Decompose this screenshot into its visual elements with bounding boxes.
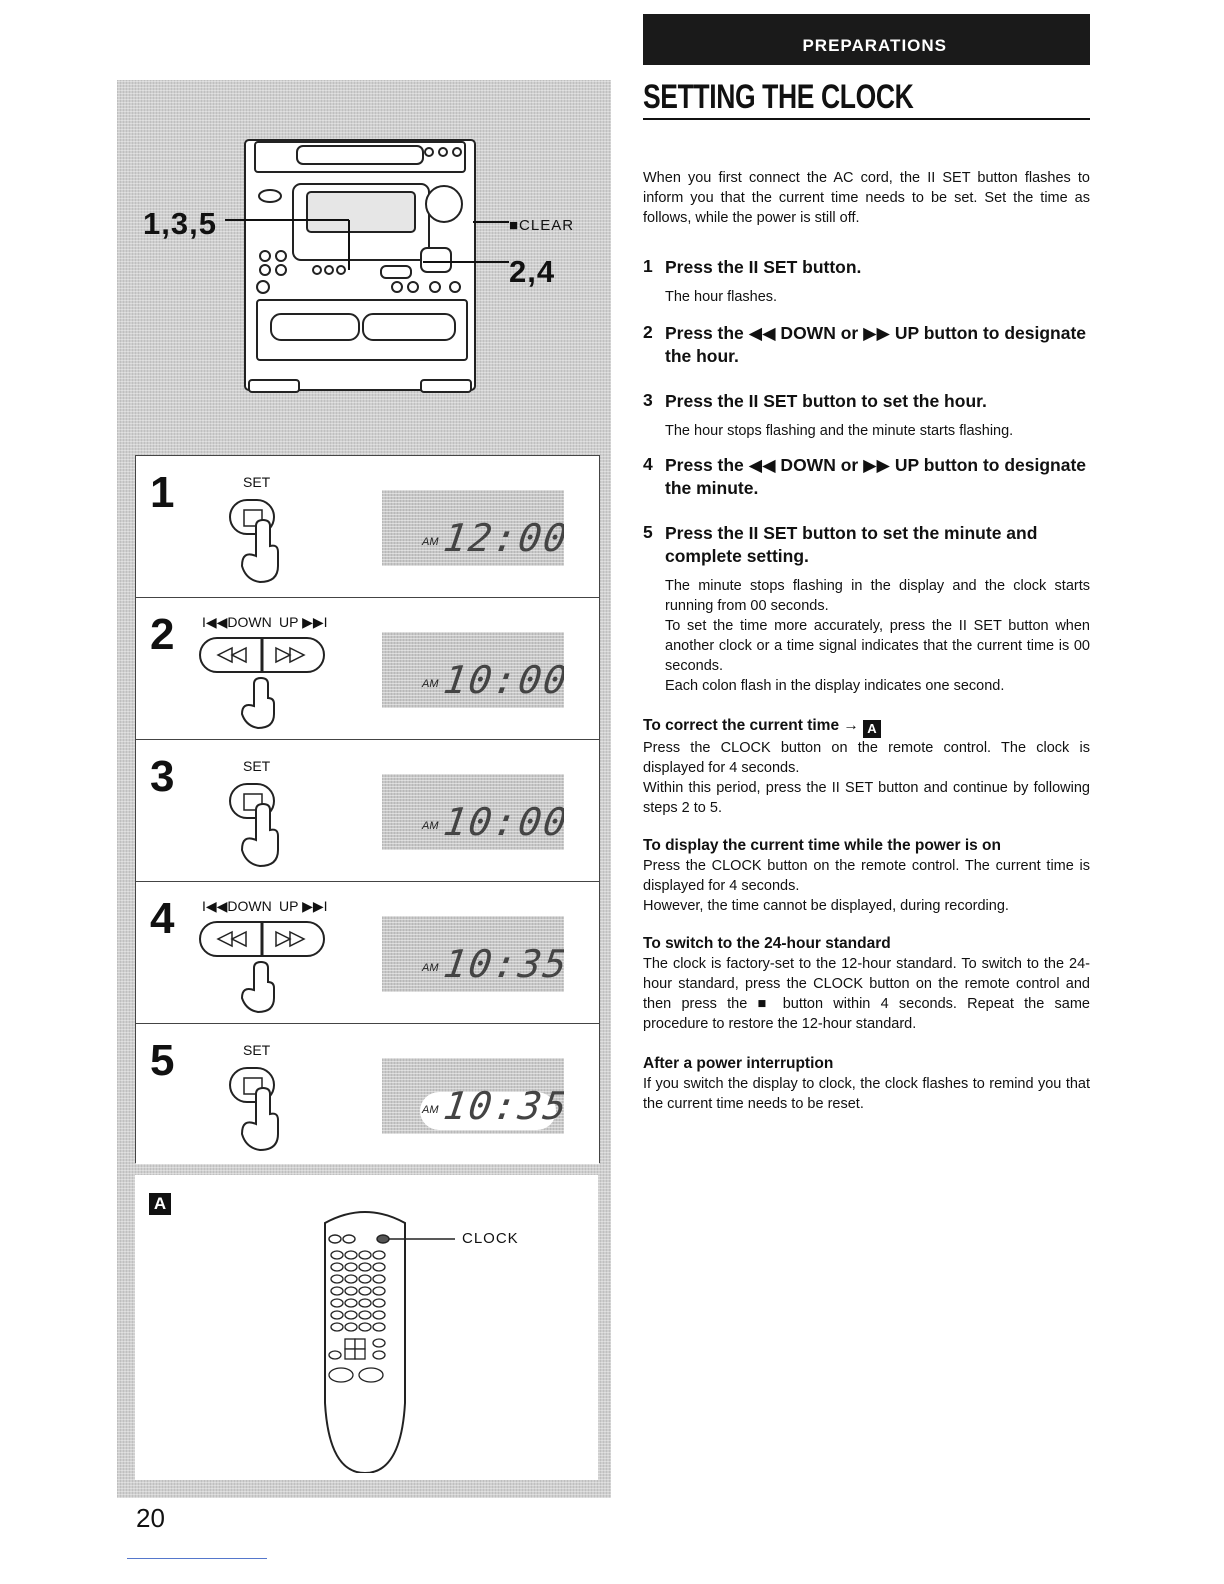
clock-display: AM 10:00 <box>382 774 564 850</box>
down-up-button-press-icon <box>199 921 325 1014</box>
section-banner: PREPARATIONS <box>643 14 1090 65</box>
step-number: 2 <box>643 322 653 342</box>
step-illustration-4: 4 I◀◀DOWN UP ▶▶I AM 10:35 <box>136 882 599 1024</box>
step-illustrations: 1 SET AM 12:00 2 I◀◀DOWN UP ▶▶I <box>135 455 600 1164</box>
illustration-column: 1,3,5 ■CLEAR 2,4 1 SET AM 12:00 2 I◀◀DOW… <box>117 80 611 1498</box>
am-indicator: AM <box>422 678 439 690</box>
note-heading: After a power interruption <box>643 1055 834 1072</box>
note-body: The clock is factory-set to the 12-hour … <box>643 956 1090 1032</box>
up-label: UP ▶▶I <box>279 898 328 914</box>
step-heading: Press the ◀◀ DOWN or ▶▶ UP button to des… <box>665 455 1087 498</box>
down-label: I◀◀DOWN <box>202 614 272 630</box>
set-label: SET <box>243 1042 271 1058</box>
intro-paragraph: When you first connect the AC cord, the … <box>643 170 1090 226</box>
stereo-unit-drawing <box>225 139 509 393</box>
display-time: 10:35 <box>440 942 564 986</box>
down-label: I◀◀DOWN <box>202 898 272 914</box>
display-time: 10:00 <box>440 800 564 844</box>
box-a-reference: A <box>862 720 881 738</box>
step-number: 4 <box>150 894 175 943</box>
step-heading: Press the II SET button to set the hour. <box>665 391 987 411</box>
note-heading: To display the current time while the po… <box>643 837 1001 854</box>
note-heading: To correct the current time → <box>643 717 859 734</box>
instruction-step-3: 3 Press the II SET button to set the hou… <box>643 390 1090 441</box>
note-power-interruption: After a power interruption If you switch… <box>643 1054 1090 1114</box>
step-heading: Press the II SET button. <box>665 257 862 277</box>
callout-steps-1-3-5: 1,3,5 <box>143 206 217 241</box>
set-button-press-icon <box>229 499 279 584</box>
step-number: 1 <box>150 468 175 517</box>
step-description: The hour flashes. <box>665 289 778 305</box>
instruction-step-2: 2 Press the ◀◀ DOWN or ▶▶ UP button to d… <box>643 322 1090 368</box>
step-heading: Press the II SET button to set the minut… <box>665 523 1038 566</box>
down-up-button-press-icon <box>199 637 325 730</box>
display-time: 12:00 <box>440 516 564 560</box>
note-correct-time: To correct the current time →A Press the… <box>643 716 1090 818</box>
note-display-time: To display the current time while the po… <box>643 836 1090 916</box>
step-number: 3 <box>150 752 175 801</box>
callout-steps-2-4: 2,4 <box>509 254 556 289</box>
note-body: Press the CLOCK button on the remote con… <box>643 740 1090 816</box>
clock-display: AM 12:00 <box>382 490 564 566</box>
clock-button-label: CLOCK <box>462 1230 519 1247</box>
callout-clear: ■CLEAR <box>509 217 575 234</box>
step-description: The hour stops flashing and the minute s… <box>665 423 1014 439</box>
step-number: 5 <box>150 1036 175 1085</box>
step-number: 5 <box>643 522 653 542</box>
step-illustration-3: 3 SET AM 10:00 <box>136 740 599 882</box>
instruction-step-4: 4 Press the ◀◀ DOWN or ▶▶ UP button to d… <box>643 454 1090 500</box>
set-button-press-icon <box>229 783 279 868</box>
title-rule <box>643 118 1090 120</box>
am-indicator: AM <box>422 1104 439 1116</box>
am-indicator: AM <box>422 536 439 548</box>
instruction-step-5: 5 Press the II SET button to set the min… <box>643 522 1090 696</box>
set-button-press-icon <box>229 1067 279 1152</box>
instruction-step-1: 1 Press the II SET button. The hour flas… <box>643 256 1090 307</box>
step-description: The minute stops flashing in the display… <box>665 578 1090 694</box>
set-label: SET <box>243 758 271 774</box>
display-lens <box>420 1092 556 1130</box>
display-time: 10:00 <box>440 658 564 702</box>
page-title: SETTING THE CLOCK <box>643 78 914 116</box>
set-label: SET <box>243 474 271 490</box>
box-a-marker: A <box>149 1193 171 1215</box>
step-illustration-1: 1 SET AM 12:00 <box>136 456 599 598</box>
note-body: If you switch the display to clock, the … <box>643 1076 1090 1112</box>
note-24-hour: To switch to the 24-hour standard The cl… <box>643 934 1090 1034</box>
up-label: UP ▶▶I <box>279 614 328 630</box>
clock-display: AM 10:00 <box>382 632 564 708</box>
am-indicator: AM <box>422 962 439 974</box>
clock-display: AM 10:35 <box>382 1058 564 1134</box>
page-number: 20 <box>136 1503 165 1533</box>
step-number: 4 <box>643 454 653 474</box>
step-number: 3 <box>643 390 653 410</box>
note-heading: To switch to the 24-hour standard <box>643 935 891 952</box>
display-time: 10:35 <box>440 1084 564 1128</box>
step-heading: Press the ◀◀ DOWN or ▶▶ UP button to des… <box>665 323 1087 366</box>
am-indicator: AM <box>422 820 439 832</box>
footer-divider <box>127 1558 267 1559</box>
step-illustration-5: 5 SET AM 10:35 <box>136 1024 599 1164</box>
step-number: 2 <box>150 610 175 659</box>
step-illustration-2: 2 I◀◀DOWN UP ▶▶I AM 10:00 <box>136 598 599 740</box>
clock-display: AM 10:35 <box>382 916 564 992</box>
step-number: 1 <box>643 256 653 276</box>
remote-control-icon <box>324 1211 455 1473</box>
stereo-unit-illustration: 1,3,5 ■CLEAR 2,4 <box>117 80 611 454</box>
note-body: Press the CLOCK button on the remote con… <box>643 858 1090 914</box>
remote-control-box: A CLOCK <box>135 1175 598 1480</box>
